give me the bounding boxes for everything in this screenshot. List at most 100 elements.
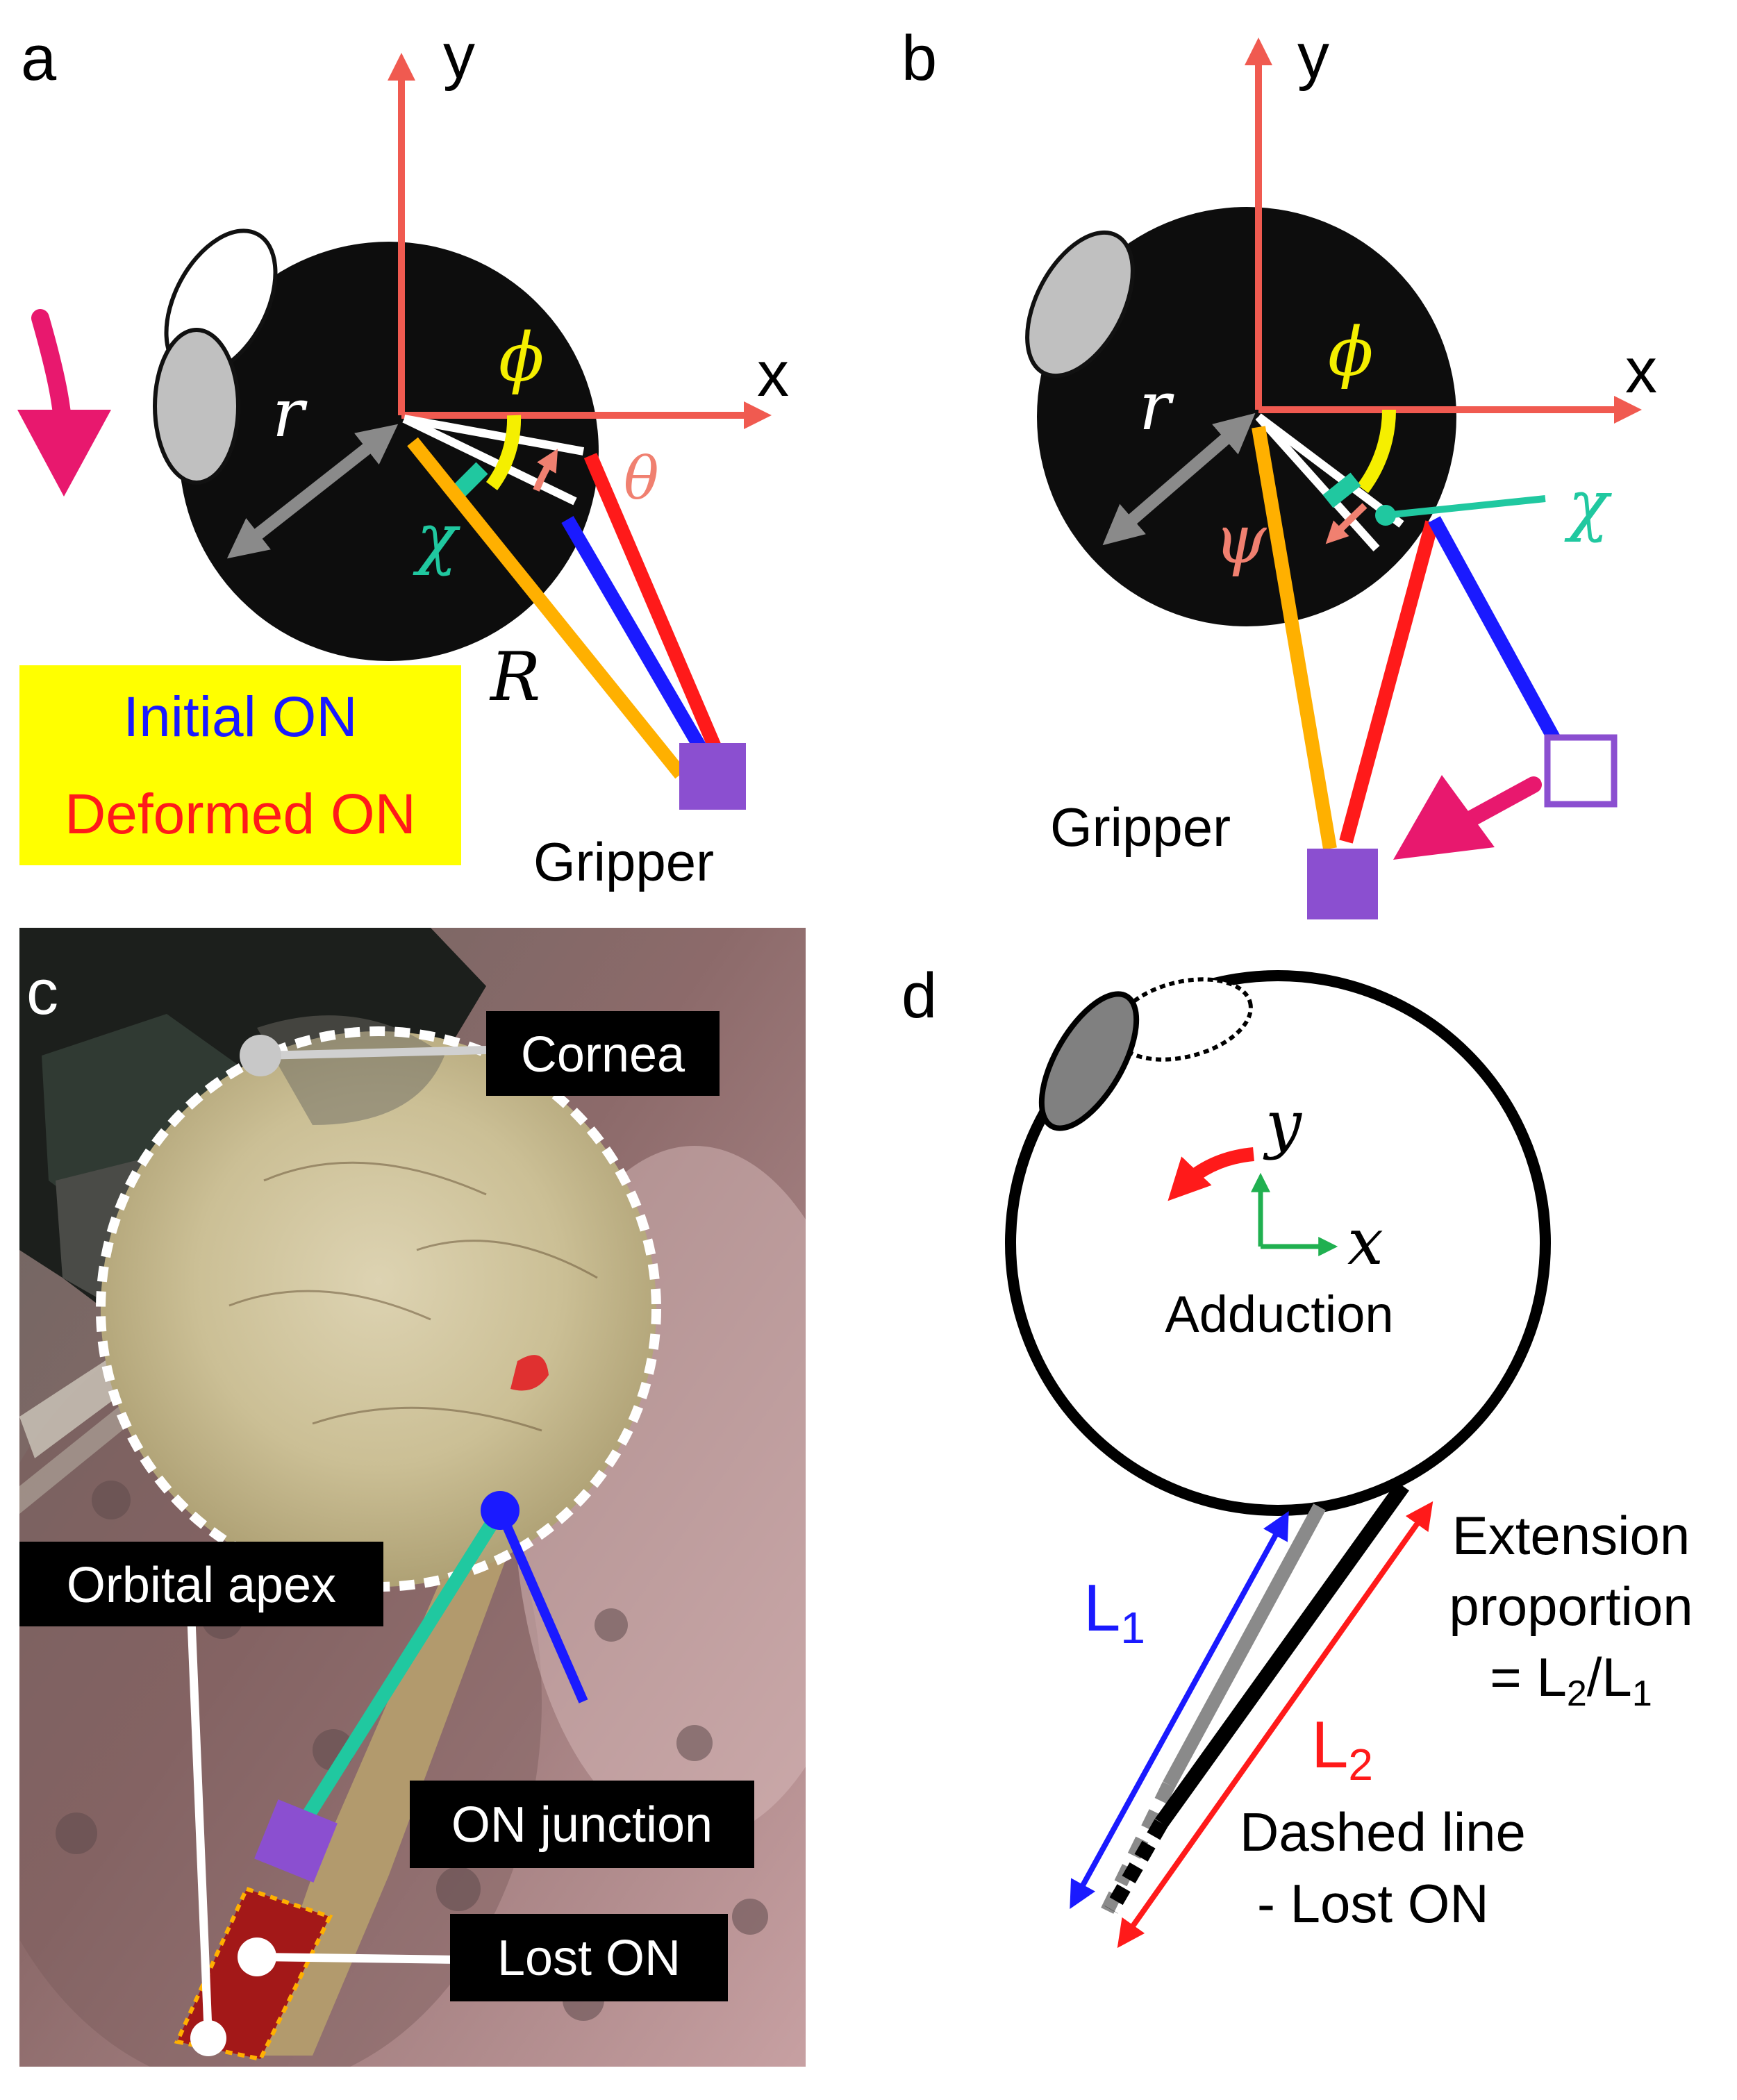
globe-speckle: [228, 1161, 598, 1432]
r-arrow: [1102, 412, 1256, 546]
gripper-label: Gripper: [1050, 797, 1231, 858]
white-line-1: [1256, 413, 1404, 528]
extension-equation: = L2/L1: [1490, 1647, 1652, 1714]
chi-symbol: χ: [1564, 466, 1612, 544]
legend-deformed-on: Deformed ON: [65, 783, 416, 846]
cornea-dot: [240, 1035, 281, 1076]
phi-arc: [485, 415, 522, 490]
chi-symbol: χ: [413, 499, 460, 577]
on-junction-dot: [481, 1491, 520, 1530]
R-symbol: R: [489, 638, 540, 716]
cornea-pointer: [260, 1046, 487, 1060]
adduction-label: Adduction: [1165, 1285, 1393, 1343]
L1-label: L1: [1083, 1571, 1145, 1653]
on-junction-label: ON junction: [451, 1797, 713, 1853]
deformed-on: [1339, 520, 1439, 844]
board-hole: [56, 1812, 97, 1854]
chi-pointer: [1385, 495, 1546, 519]
gripper-square: [679, 743, 746, 810]
L1-base: L: [1083, 1571, 1120, 1645]
board-hole: [676, 1725, 713, 1761]
axis-x-label: x: [757, 339, 789, 410]
teal-on: [299, 1506, 506, 1824]
dashed-line-label-2: - Lost ON: [1257, 1873, 1489, 1934]
panel-b: b y x r ϕ ψ χ Gripper: [901, 21, 1657, 919]
orbital-apex-label: Orbital apex: [67, 1558, 336, 1613]
board-hole: [595, 1608, 628, 1642]
ext-eq-sub1: 2: [1567, 1674, 1587, 1714]
axis-x-label: x: [1625, 335, 1657, 406]
legend-box: [19, 665, 461, 865]
psi-arrow: [1325, 503, 1368, 544]
orange-on: [407, 437, 686, 779]
panel-b-label: b: [901, 23, 937, 94]
panel-a: a y x r ϕ χ θ R Gripper Initial ON Defor…: [17, 21, 789, 892]
gripper-square: [254, 1799, 338, 1883]
cornea-shaded: [153, 328, 240, 485]
globe: [101, 1031, 656, 1587]
move-arrow-head-icon: [1393, 775, 1495, 860]
phi-symbol: ϕ: [499, 319, 544, 397]
orbital-apex-pointer: [187, 1610, 213, 2039]
cornea-label: Cornea: [521, 1027, 685, 1083]
r-symbol: r: [1139, 367, 1174, 445]
cornea-original: [1113, 977, 1253, 1062]
psi-symbol: ψ: [1214, 501, 1268, 578]
phi-arc: [1356, 409, 1397, 494]
theta-symbol: θ: [624, 444, 659, 512]
rotation-arrow-head-icon: [17, 410, 111, 497]
panel-d: d y x Adduction L1 L2 Extension proporti…: [901, 960, 1693, 1949]
board-hole: [732, 1899, 768, 1935]
r-symbol: r: [272, 374, 308, 452]
on-junction-tag: [410, 1781, 754, 1868]
panel-c: c Cornea Orbital apex ON junction Lost O…: [19, 928, 806, 2067]
blue-on: [495, 1508, 588, 1703]
red-spot: [510, 1355, 549, 1391]
white-line-2: [1255, 413, 1380, 552]
dashed-line-label-1: Dashed line: [1240, 1801, 1526, 1862]
extension-line-1: Extension: [1452, 1505, 1690, 1566]
panel-d-label: d: [901, 960, 937, 1031]
chi-mark: [1322, 472, 1361, 508]
cornea-tag: [486, 1011, 720, 1096]
axis-y-label: y: [443, 21, 475, 92]
L2-label: L2: [1311, 1708, 1373, 1790]
move-arrow: [1464, 776, 1542, 826]
theta-arrow: [533, 449, 558, 492]
cornea-rotated: [1038, 991, 1140, 1131]
white-line-1: [403, 415, 585, 456]
board-hole: [436, 1867, 481, 1911]
gripper-label: Gripper: [533, 831, 714, 892]
legend-initial-on: Initial ON: [123, 685, 357, 749]
gripper-square: [1307, 849, 1378, 919]
r-arrow: [226, 424, 399, 559]
ext-eq-mid: /L: [1587, 1647, 1632, 1708]
L2-base: L: [1311, 1708, 1348, 1782]
lost-on-dot: [238, 1938, 276, 1976]
ext-eq-prefix: = L: [1490, 1647, 1567, 1708]
board-hole: [92, 1481, 131, 1519]
orange-on: [1252, 426, 1337, 850]
axis-y-label: y: [1297, 21, 1329, 92]
cornea-shaded: [1025, 230, 1135, 378]
ext-eq-sub2: 1: [1632, 1674, 1652, 1714]
panel-a-label: a: [21, 23, 57, 94]
initial-on: [561, 515, 711, 760]
lost-on-label: Lost ON: [497, 1931, 681, 1986]
L1-sub: 1: [1120, 1603, 1145, 1653]
phi-symbol: ϕ: [1328, 313, 1373, 391]
adduction-arrow: [1167, 1147, 1255, 1201]
panel-c-label: c: [26, 957, 58, 1028]
initial-on: [1428, 516, 1562, 745]
lost-on-pointer: [256, 1953, 459, 1964]
initial-gripper-square: [1544, 734, 1618, 808]
orbital-apex-dot: [190, 2020, 226, 2056]
L2-arrow: [1117, 1501, 1433, 1949]
axis-x-label: x: [1347, 1205, 1383, 1279]
L2-sub: 2: [1348, 1740, 1373, 1790]
deformed-on: [583, 453, 724, 754]
orbital-apex-tag: [19, 1542, 383, 1626]
white-line-2: [402, 415, 577, 506]
photo: [19, 928, 806, 2067]
